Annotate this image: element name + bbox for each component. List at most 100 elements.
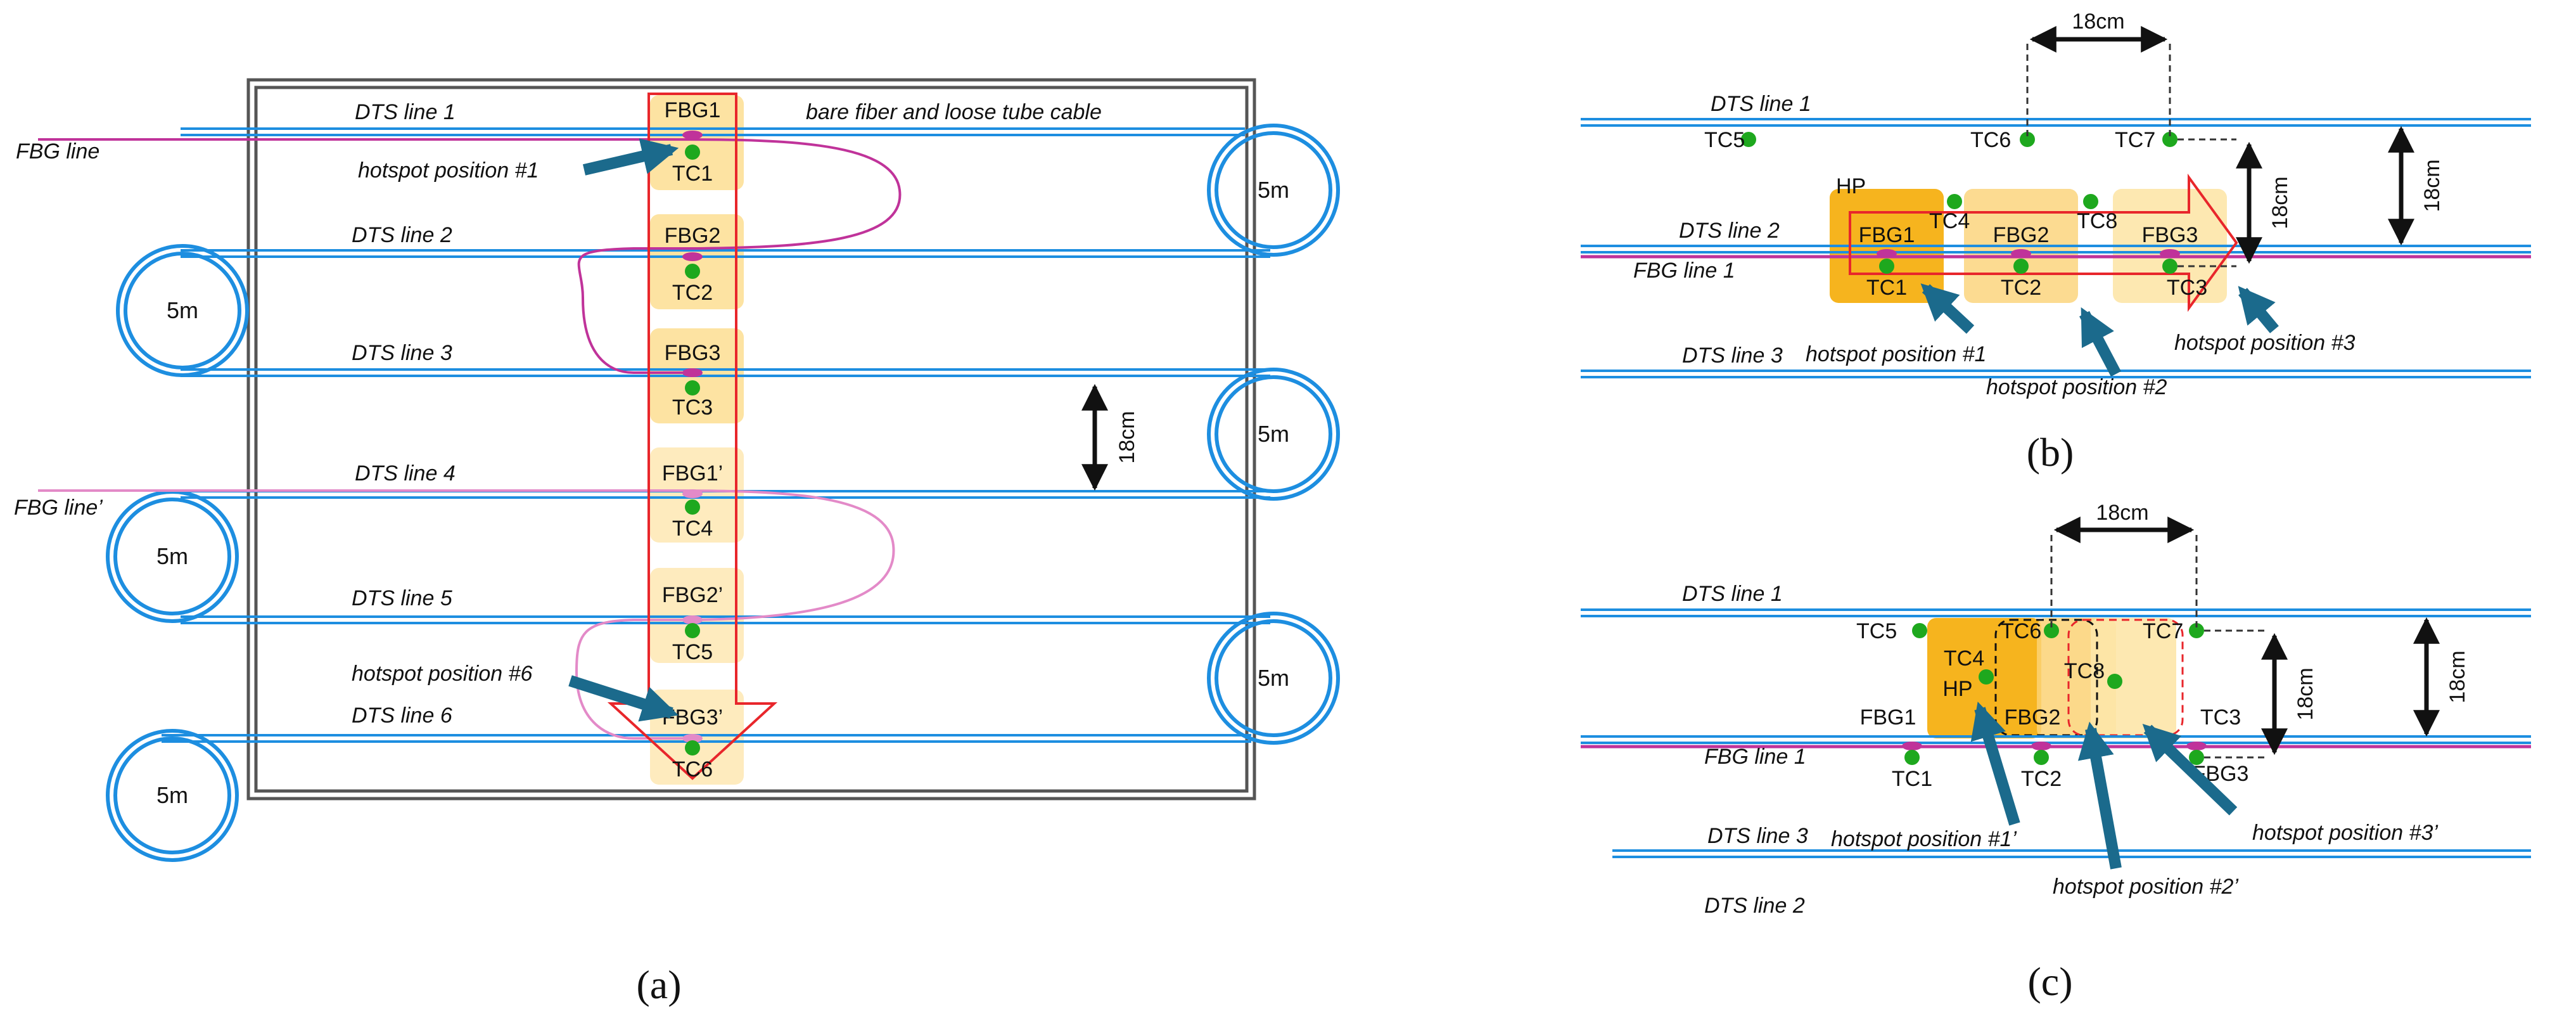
tc-label: TC3 [2200,705,2241,730]
fbg-label: FBG1 [665,98,721,122]
loop-label: 5m [156,782,188,808]
dts-line-label: DTS line 4 [355,461,456,485]
hotspot-label: hotspot position #6 [352,662,533,686]
tc-label: TC6 [2001,619,2041,643]
tc-label: TC4 [672,517,713,541]
tc-label: TC1 [1892,767,1932,791]
hotspot-label: hotspot position #2’ [2053,875,2238,899]
spacing-label: 18cm [1115,411,1139,463]
panel-a: 5m 5m 5m 5m 5m 5m FBG1 [14,78,1340,1007]
fbg-label: FBG2 [2005,705,2061,730]
fbg-label: FBG1’ [662,461,723,485]
hp-label: HP [1942,677,1972,701]
fiber-loops-a [106,124,1340,862]
dim-label-top-b: 18cm [2072,10,2124,34]
dts-line-label: DTS line 3 [1707,824,1808,848]
dts-line-label: DTS line 3 [352,341,452,365]
dts-line-label: DTS line 3 [1682,344,1783,368]
fbg-label: FBG2’ [662,583,723,607]
dts-line-label: DTS line 2 [1704,894,1805,918]
fbg-label: FBG3 [665,341,721,365]
loop-label: 5m [1258,665,1289,691]
fbg-label: FBG2 [1993,223,2050,247]
dts-fibers-b [1581,118,2531,378]
dts-line-label: DTS line 6 [352,704,452,728]
dts-line-label: DTS line 1 [1711,92,1811,116]
hotspot-label: hotspot position #1 [1806,342,1986,366]
hotspot-label: hotspot position #2 [1986,375,2167,399]
hotspot-arrow [2077,721,2122,870]
fbg-marks-c [1902,742,2207,750]
tc-label: TC5 [1704,128,1745,152]
tc-dots-a [685,145,700,756]
loop-label: 5m [1258,421,1289,447]
caption-c: (c) [2027,959,2072,1004]
tc-label: TC3 [2167,276,2207,300]
tc-label: TC8 [2077,209,2117,233]
fbg-line-label: FBG line 1 [1704,745,1806,769]
tc-dots-c [1904,623,2204,765]
fbg-marks-a [682,131,703,743]
hotspot-arrow [2238,286,2279,333]
pad-light [2091,618,2176,738]
tc-label: TC1 [1866,276,1907,300]
loop-label: 5m [167,297,198,323]
hotspot-label: hotspot position #3 [2174,331,2356,355]
fbg-line-label: FBG line 1 [1633,259,1735,283]
fbg-label: FBG1 [1860,705,1916,730]
tc-label: TC6 [672,757,713,781]
loop-label: 5m [1258,177,1289,203]
tc-label: TC7 [2143,619,2183,643]
dts-line-label: DTS line 2 [352,223,452,247]
dts-line-label: DTS line 1 [355,100,456,124]
hotspot-label: hotspot position #1 [358,158,539,183]
hotspot-label: hotspot position #3’ [2252,821,2438,845]
dim-label-top-c: 18cm [2096,501,2148,525]
fbg-label: FBG2 [665,224,721,248]
panel-c: 18cm 18cm 18cm DTS line 1 FBG line 1 DTS… [1581,501,2531,1004]
fbg-line-label: FBG line [16,139,99,164]
dim-label-right-outer-b: 18cm [2420,159,2444,212]
loop-label: 5m [156,543,188,569]
dim-label-right-inner-c: 18cm [2293,667,2318,720]
fbg-line-path [38,138,902,374]
fbg-marks-b [1877,249,2180,258]
tc-label: TC4 [1929,209,1970,233]
tc-label: TC2 [672,281,713,305]
scan-direction-arrow-a [607,93,778,780]
panel-b: 18cm 18cm 18cm DTS line 1 DTS line 2 FBG… [1581,10,2531,475]
caption-a: (a) [636,962,681,1007]
hotspot-arrow [2142,724,2238,816]
dts-line-label: DTS line 1 [1682,582,1783,606]
frame-outer [246,78,1256,801]
dim-label-right-inner-b: 18cm [2268,176,2292,229]
caption-b: (b) [2027,430,2074,475]
tc-label: TC5 [1856,619,1897,643]
scan-direction-arrow-b [1849,173,2238,312]
hotspot-arrow [568,675,679,722]
hotspot-label: hotspot position #1’ [1831,827,2017,851]
dts-line-label: DTS line 5 [352,586,452,610]
dts-fibers-c [1581,608,2531,858]
hotspot-arrow [1920,283,1975,334]
hotspot-arrow [582,138,679,176]
fbg-line-prime-path [38,489,895,740]
tc-label: TC3 [672,395,713,420]
hotspot-arrow [2079,307,2121,377]
tc-label: TC6 [1970,128,2011,152]
dts-line-label: DTS line 2 [1679,219,1780,243]
fbg-line-prime-label: FBG line’ [14,496,103,520]
tc-label: TC7 [2115,128,2155,152]
fbg-pads [650,95,744,785]
hotspot-arrow [1970,701,2020,826]
tc-label: TC2 [2001,276,2041,300]
tc-label: TC1 [672,162,713,186]
dim-label-right-outer-c: 18cm [2445,650,2470,703]
tc-label: TC4 [1944,646,1984,671]
tc-label: TC5 [672,640,713,664]
frame-inner [254,86,1249,793]
cable-note: bare fiber and loose tube cable [806,100,1102,124]
fbg-label: FBG1 [1859,223,1915,247]
tc-label: TC2 [2021,767,2062,791]
